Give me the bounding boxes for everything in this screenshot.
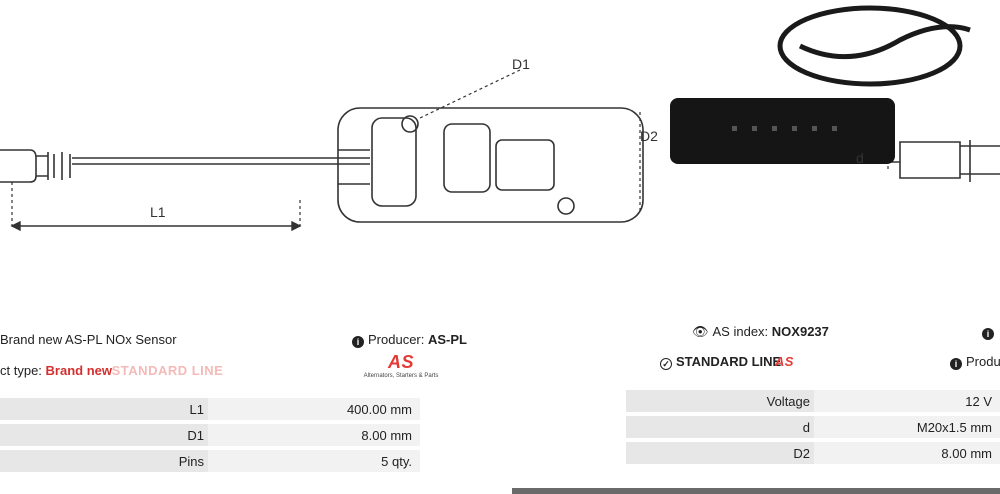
producer-value: AS-PL	[428, 332, 467, 347]
coiled-cable-photo	[777, 5, 963, 87]
spec-label: L1	[0, 398, 208, 424]
spec-value: 12 V	[814, 390, 1000, 416]
right-spec-table: Voltage 12 V d M20x1.5 mm D2 8.00 mm	[626, 390, 1000, 468]
spec-value: 5 qty.	[208, 448, 420, 476]
info-icon: i	[982, 328, 994, 340]
check-circle-icon: ✓	[660, 358, 672, 370]
spec-value: 8.00 mm	[208, 422, 420, 450]
table-row: Voltage 12 V	[626, 390, 1000, 416]
table-row: d M20x1.5 mm	[626, 414, 1000, 442]
left-plug-outline	[0, 149, 37, 183]
spec-label: D2	[626, 440, 814, 468]
spec-label: d	[626, 414, 814, 442]
spec-value: M20x1.5 mm	[814, 414, 1000, 442]
cable	[72, 157, 370, 165]
as-logo-mark: AS	[387, 352, 414, 372]
product-type-value: Brand new	[45, 363, 113, 378]
product-description: Brand new AS-PL NOx Sensor	[0, 332, 177, 347]
as-index-value: NOX9237	[771, 324, 829, 339]
spec-label: Pins	[0, 448, 208, 476]
as-index-line: 👁AS index: NOX9237	[692, 324, 829, 340]
dim-label-d1: D1	[512, 56, 530, 72]
table-row: D2 8.00 mm	[626, 440, 1000, 468]
mount-hole-right	[557, 197, 575, 215]
technical-drawing	[0, 5, 1000, 232]
mount-hole-left	[401, 115, 419, 133]
right-producer-line: i Produ	[950, 354, 1000, 370]
table-row: Pins 5 qty.	[0, 448, 420, 476]
sensor-inner-right	[495, 139, 555, 191]
right-edge-icon: i	[982, 324, 998, 340]
standard-line-watermark: STANDARD LINE	[111, 363, 224, 378]
spec-value: 8.00 mm	[814, 440, 1000, 468]
standard-line-line: ✓ STANDARD LINE AS	[660, 354, 794, 370]
as-logo-mark-right: AS	[774, 354, 794, 369]
as-index-label: AS index:	[712, 324, 769, 339]
spec-label: Voltage	[626, 390, 814, 416]
info-icon: i	[950, 358, 962, 370]
dim-label-d2: D2	[640, 128, 658, 144]
dim-label-l1: L1	[150, 204, 166, 220]
left-spec-table: L1 400.00 mm D1 8.00 mm Pins 5 qty.	[0, 398, 420, 476]
right-producer-label: Produ	[966, 354, 1000, 369]
as-pl-logo: AS Alternators, Starters & Parts	[356, 352, 446, 379]
info-icon: i	[352, 336, 364, 348]
producer-line: i Producer: AS-PL	[352, 332, 467, 348]
product-type-line: ct type: Brand new STANDARD LINE	[0, 363, 223, 378]
producer-label: Producer:	[368, 332, 425, 347]
dim-label-d: d	[856, 150, 864, 166]
product-type-label: ct type:	[0, 363, 42, 378]
table-row: D1 8.00 mm	[0, 422, 420, 450]
bottom-scrollbar[interactable]	[512, 488, 1000, 494]
spec-value: 400.00 mm	[208, 398, 420, 424]
eye-icon: 👁	[692, 324, 709, 339]
table-row: L1 400.00 mm	[0, 398, 420, 424]
sensor-inner-mid	[443, 123, 491, 193]
sensor-box	[337, 107, 644, 223]
connector-photo	[670, 98, 895, 164]
spec-label: D1	[0, 422, 208, 450]
left-plug-ribs	[36, 152, 71, 180]
sensor-inner-left	[371, 117, 417, 207]
standard-line-label: STANDARD LINE	[676, 354, 782, 369]
as-logo-tagline: Alternators, Starters & Parts	[363, 373, 439, 379]
